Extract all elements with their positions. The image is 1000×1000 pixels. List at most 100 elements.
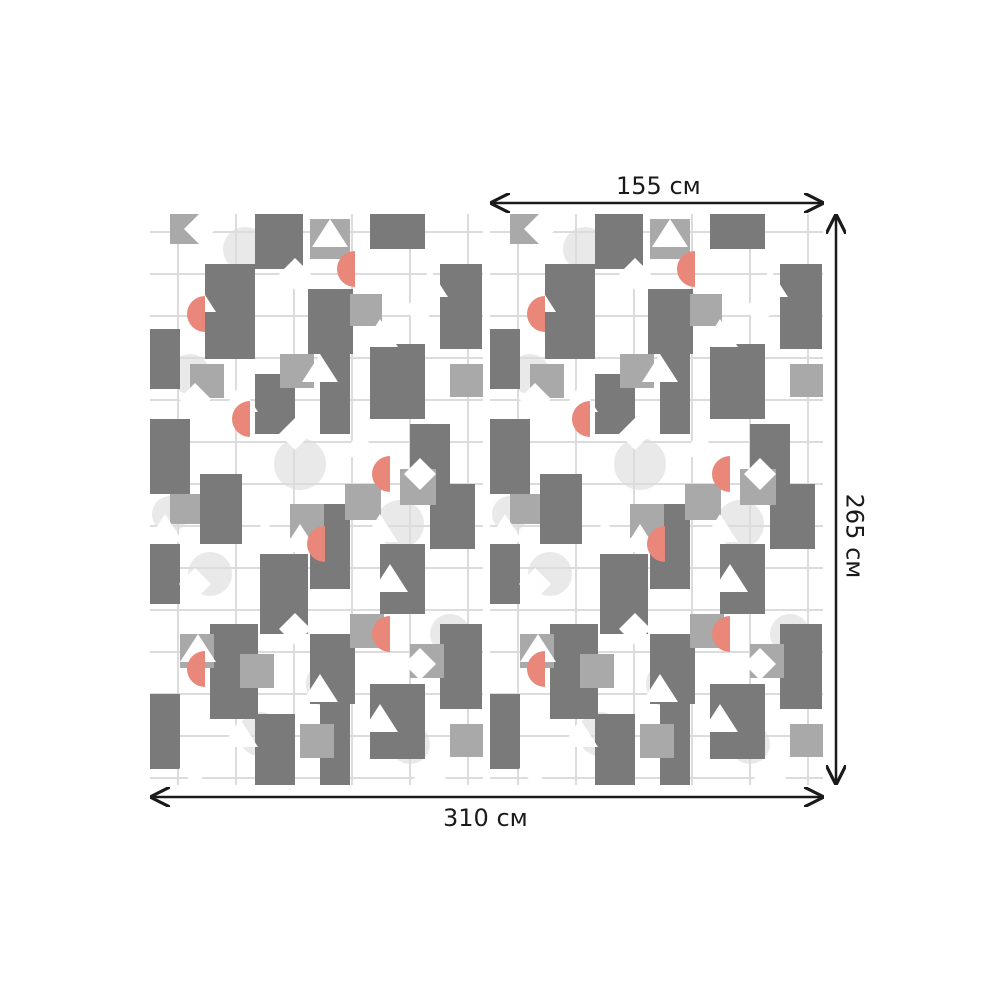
pattern-circle	[274, 438, 326, 490]
pattern-gray-square	[170, 494, 200, 524]
pattern-half-circle	[372, 456, 390, 492]
pattern-triangle	[702, 704, 738, 732]
pattern-half-circle	[187, 296, 205, 332]
pattern-half-circle	[527, 651, 545, 687]
pattern-gray-square	[450, 724, 483, 757]
pattern-diamond	[524, 214, 556, 245]
pattern-half-circle	[372, 616, 390, 652]
pattern-dark-rectangle	[150, 419, 190, 494]
pattern-dark-rectangle	[595, 714, 635, 785]
pattern-triangle	[180, 634, 216, 662]
pattern-gray-square	[510, 494, 540, 524]
pattern-half-circle	[647, 526, 665, 562]
pattern-gray-square	[280, 354, 314, 388]
pattern-half-circle	[232, 401, 250, 437]
pattern-dark-rectangle	[710, 344, 765, 419]
pattern-triangle	[752, 269, 788, 297]
pattern-diamond	[279, 258, 311, 290]
pattern-gray-square	[350, 294, 382, 326]
pattern-half-circle	[337, 251, 355, 287]
height-label: 265 см	[840, 493, 869, 579]
pattern-triangle	[412, 754, 448, 782]
pattern-triangle	[372, 564, 408, 592]
pattern-dark-rectangle	[200, 474, 242, 544]
total-width-label: 310 см	[443, 804, 528, 832]
pattern-gray-square	[450, 364, 483, 397]
pattern-half-circle	[307, 526, 325, 562]
pattern-triangle	[702, 319, 738, 347]
pattern-dark-rectangle	[255, 714, 295, 785]
pattern-triangle	[222, 719, 258, 747]
pattern-dark-rectangle	[780, 624, 822, 709]
pattern-triangle	[652, 219, 688, 247]
pattern-diamond	[519, 383, 551, 415]
pattern-dark-rectangle	[150, 544, 180, 604]
pattern-diamond	[744, 648, 776, 680]
pattern-gray-square	[790, 724, 823, 757]
pattern-diamond	[619, 613, 651, 645]
pattern-triangle	[682, 429, 718, 457]
pattern-dark-rectangle	[710, 214, 765, 249]
pattern-gray-square	[790, 364, 823, 397]
pattern-half-circle	[187, 651, 205, 687]
pattern-triangle	[587, 519, 623, 547]
pattern-triangle	[362, 514, 398, 542]
pattern-triangle	[702, 514, 738, 542]
pattern-triangle	[150, 514, 183, 542]
pattern-dark-rectangle	[440, 624, 482, 709]
pattern-dark-rectangle	[770, 484, 815, 549]
pattern-diamond	[404, 293, 436, 325]
pattern-gray-square	[685, 484, 721, 520]
pattern-diamond	[744, 293, 776, 325]
pattern-diamond	[179, 753, 211, 785]
pattern-dark-rectangle	[648, 289, 693, 354]
pattern-dark-rectangle	[440, 264, 482, 349]
curtain-panel-left	[150, 214, 483, 785]
pattern-triangle	[712, 564, 748, 592]
pattern-dark-rectangle	[308, 289, 353, 354]
pattern-dark-rectangle	[150, 329, 180, 389]
pattern-triangle	[520, 634, 556, 662]
pattern-dark-rectangle	[540, 474, 582, 544]
curtain-panel-right	[490, 214, 823, 785]
pattern-diamond	[619, 418, 651, 450]
pattern-diamond	[279, 613, 311, 645]
pattern-diamond	[519, 753, 551, 785]
pattern-dark-rectangle	[490, 694, 520, 769]
pattern-triangle	[312, 219, 348, 247]
pattern-triangle	[302, 674, 338, 702]
pattern-dark-rectangle	[490, 329, 520, 389]
pattern-gray-square	[580, 654, 614, 688]
pattern-gray-square	[240, 654, 274, 688]
pattern-diamond	[519, 568, 551, 600]
pattern-dark-rectangle	[780, 264, 822, 349]
pattern-triangle	[362, 704, 398, 732]
pattern-triangle	[302, 354, 338, 382]
pattern-dark-rectangle	[370, 344, 425, 419]
pattern-gray-square	[620, 354, 654, 388]
pattern-diamond	[404, 458, 436, 490]
pattern-gray-square	[640, 724, 674, 758]
pattern-diamond	[619, 258, 651, 290]
pattern-half-circle	[712, 456, 730, 492]
pattern-triangle	[490, 514, 523, 542]
pattern-dark-rectangle	[490, 419, 530, 494]
pattern-triangle	[412, 269, 448, 297]
pattern-half-circle	[527, 296, 545, 332]
pattern-diamond	[184, 214, 216, 245]
pattern-diamond	[179, 568, 211, 600]
pattern-diamond	[744, 458, 776, 490]
panel-width-label: 155 см	[616, 172, 701, 200]
pattern-dark-rectangle	[430, 484, 475, 549]
pattern-triangle	[642, 674, 678, 702]
pattern-triangle	[642, 354, 678, 382]
pattern-gray-square	[690, 294, 722, 326]
pattern-diamond	[279, 418, 311, 450]
pattern-gray-square	[345, 484, 381, 520]
pattern-circle	[614, 438, 666, 490]
pattern-triangle	[247, 519, 283, 547]
pattern-diamond	[404, 648, 436, 680]
pattern-triangle	[342, 429, 378, 457]
